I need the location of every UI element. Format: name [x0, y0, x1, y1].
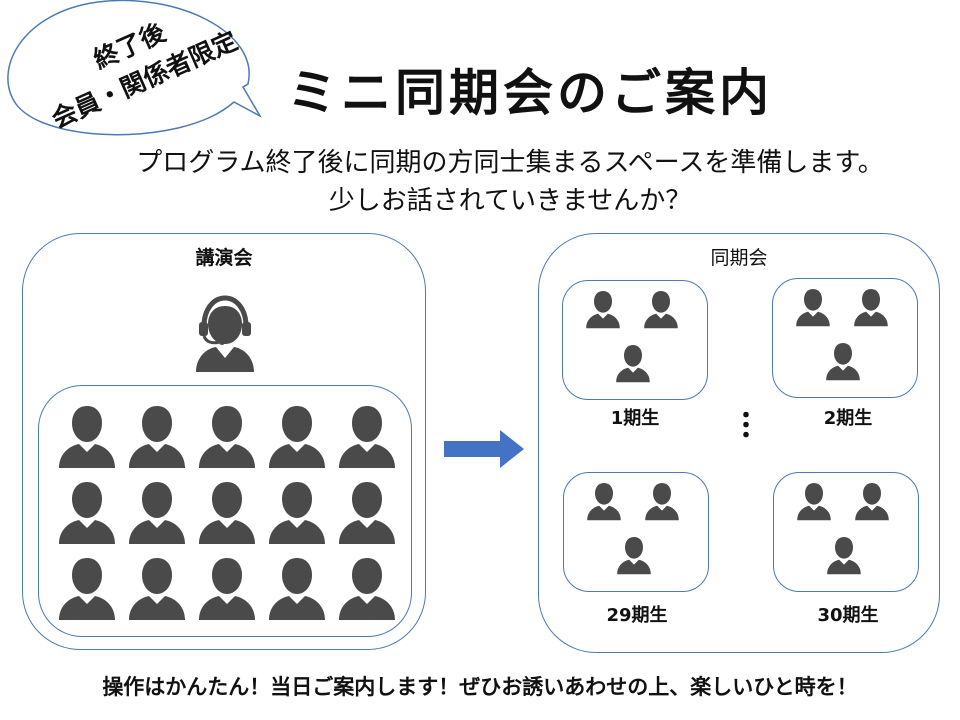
person-icon: [269, 558, 325, 620]
person-icon: [339, 482, 395, 544]
person-icon: [854, 289, 888, 327]
person-icon: [586, 291, 620, 329]
group-box-4: [773, 472, 919, 592]
group-label-4: 30期生: [817, 605, 879, 626]
page-title: ミニ同期会のご案内: [287, 64, 773, 122]
subtitle-line-2: 少しお話されていきませんか？: [328, 186, 692, 216]
person-icon: [199, 482, 255, 544]
audience-box: [38, 385, 412, 637]
lecture-panel: [22, 233, 426, 650]
person-icon: [269, 482, 325, 544]
person-icon: [269, 406, 325, 468]
group-box-1: [562, 280, 708, 400]
group-label-2: 2期生: [823, 408, 873, 429]
lecture-label: 講演会: [195, 247, 253, 269]
person-icon: [797, 483, 831, 521]
person-icon: [855, 483, 889, 521]
person-icon: [59, 482, 115, 544]
group-box-3: [563, 472, 709, 592]
person-icon: [587, 483, 621, 521]
badge-shape: [7, 0, 263, 136]
ellipsis-dots: ・ ・ ・: [735, 404, 758, 449]
audience-grid: [57, 404, 407, 632]
headset-person-icon: [196, 295, 254, 372]
footer-note: 操作はかんたん！当日ご案内します！ぜひお誘いあわせの上、楽しいひと時を！: [102, 675, 858, 699]
person-icon: [796, 289, 830, 327]
person-icon: [645, 483, 679, 521]
right-arrow-icon: [444, 430, 524, 468]
person-icon: [59, 558, 115, 620]
person-icon: [826, 343, 860, 381]
subtitle: プログラム終了後に同期の方同士集まるスペースを準備します。 少しお話されていきま…: [60, 144, 960, 220]
person-icon: [339, 406, 395, 468]
person-icon: [129, 482, 185, 544]
subtitle-line-1: プログラム終了後に同期の方同士集まるスペースを準備します。: [136, 148, 884, 178]
group-box-2: [772, 278, 918, 398]
person-icon: [59, 406, 115, 468]
person-icon: [339, 558, 395, 620]
person-icon: [827, 537, 861, 575]
person-icon: [644, 291, 678, 329]
person-icon: [199, 558, 255, 620]
group-label-3: 29期生: [606, 605, 668, 626]
person-icon: [617, 537, 651, 575]
person-icon: [129, 558, 185, 620]
person-icon: [129, 406, 185, 468]
reunion-label: 同期会: [710, 247, 768, 269]
person-icon: [616, 345, 650, 383]
reunion-panel: [538, 233, 940, 653]
group-label-1: 1期生: [610, 408, 660, 429]
person-icon: [199, 406, 255, 468]
